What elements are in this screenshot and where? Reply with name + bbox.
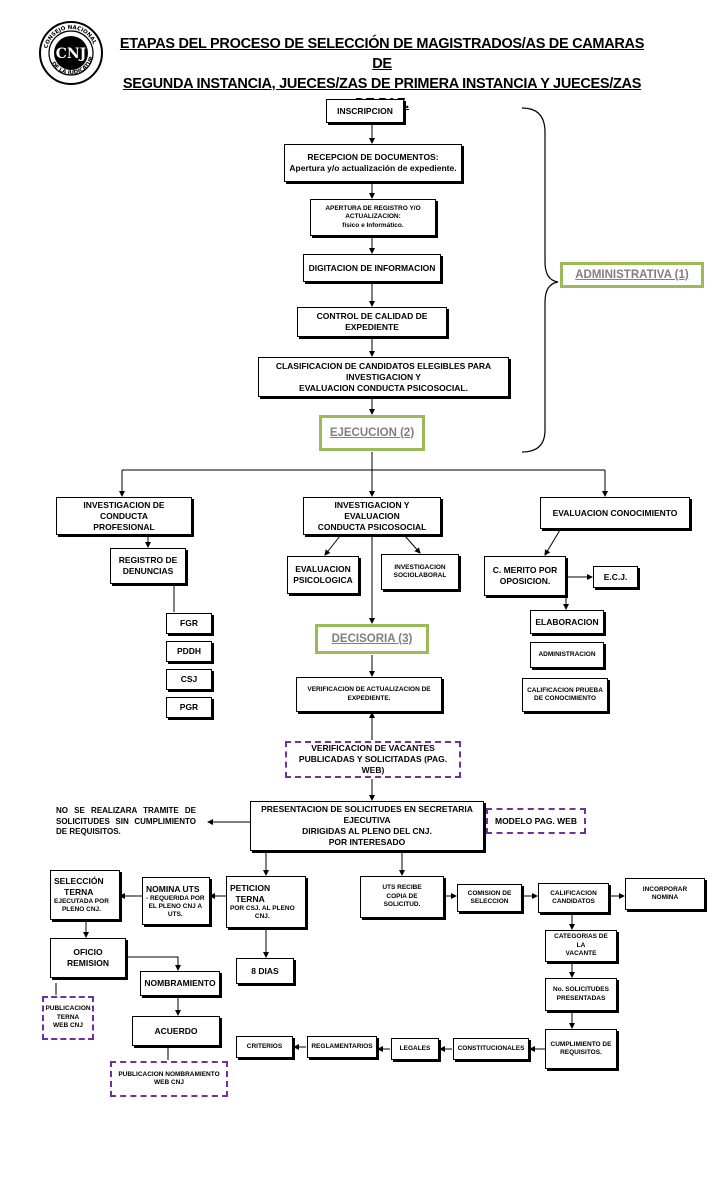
registro-denuncias-box: REGISTRO DE DENUNCIAS	[110, 548, 186, 584]
ocho-dias-box: 8 DIAS	[236, 958, 294, 984]
cumplimiento-requisitos-box: CUMPLIMIENTO DE REQUISITOS.	[545, 1029, 617, 1069]
stage-decisoria: DECISORIA (3)	[315, 624, 429, 654]
pgr-box: PGR	[166, 697, 212, 718]
stage-administrativa: ADMINISTRATIVA (1)	[560, 262, 704, 288]
investigacion-conducta-profesional-box: INVESTIGACION DE CONDUCTA PROFESIONAL	[56, 497, 192, 535]
svg-text:CNJ: CNJ	[56, 46, 87, 62]
evaluacion-conocimiento-box: EVALUACION CONOCIMIENTO	[540, 497, 690, 529]
control-calidad-box: CONTROL DE CALIDAD DE EXPEDIENTE	[297, 307, 447, 337]
nomina-uts-sub: - REQUERIDA POR EL PLENO CNJ A UTS.	[146, 894, 205, 918]
digitacion-box: DIGITACION DE INFORMACION	[303, 254, 441, 282]
fgr-box: FGR	[166, 613, 212, 634]
acuerdo-box: ACUERDO	[132, 1016, 220, 1046]
presentacion-solicitudes-box: PRESENTACION DE SOLICITUDES EN SECRETARI…	[250, 801, 484, 851]
administracion-box: ADMINISTRACION	[530, 642, 604, 668]
nombramiento-box: NOMBRAMIENTO	[140, 971, 220, 996]
calificacion-prueba-box: CALIFICACION PRUEBA DE CONOCIMIENTO	[522, 678, 608, 712]
legales-box: LEGALES	[391, 1038, 439, 1060]
categorias-vacante-box: CATEGORIAS DE LA VACANTE	[545, 930, 617, 962]
stage-ejecucion: EJECUCION (2)	[319, 415, 425, 451]
constitucionales-box: CONSTITUCIONALES	[453, 1038, 529, 1060]
publicacion-nombramiento-box: PUBLICACION NOMBRAMIENTO WEB CNJ	[110, 1061, 228, 1097]
pddh-box: PDDH	[166, 641, 212, 662]
modelo-pag-web-box: MODELO PAG. WEB	[486, 808, 586, 834]
evaluacion-psicologica-box: EVALUACION PSICOLOGICA	[287, 556, 359, 594]
publicacion-terna-box: PUBLICACION TERNA WEB CNJ	[42, 996, 94, 1040]
merito-oposicion-box: C. MERITO POR OPOSICION.	[484, 556, 566, 596]
no-tramite-note: NO SE REALIZARA TRAMITE DE SOLICITUDES S…	[56, 806, 196, 836]
verificacion-vacantes-box: VERIFICACION DE VACANTES PUBLICADAS Y SO…	[285, 741, 461, 778]
apertura-registro-box: APERTURA DE REGISTRO Y/O ACTUALIZACION: …	[310, 199, 436, 236]
criterios-box: CRITERIOS	[236, 1036, 293, 1058]
investigacion-sociolaboral-box: INVESTIGACION SOCIOLABORAL	[381, 554, 459, 590]
nomina-uts-box: NOMINA UTS - REQUERIDA POR EL PLENO CNJ …	[142, 877, 210, 925]
csj-box: CSJ	[166, 669, 212, 690]
nomina-uts-title: NOMINA UTS	[146, 883, 200, 894]
peticion-terna-sub: POR CSJ. AL PLENO CNJ.	[230, 905, 295, 920]
oficio-remision-box: OFICIO REMISION	[50, 938, 126, 978]
elaboracion-box: ELABORACION	[530, 610, 604, 634]
cnj-seal-logo-icon: CNJ CONSEJO NACIONAL DE LA JUDICATURA	[38, 20, 103, 85]
recepcion-documentos-box: RECEPCION DE DOCUMENTOS: Apertura y/o ac…	[284, 144, 462, 182]
incorporar-nomina-box: INCORPORAR NOMINA	[625, 878, 705, 910]
ecj-box: E.C.J.	[593, 566, 638, 588]
investigacion-evaluacion-psicosocial-box: INVESTIGACION Y EVALUACION CONDUCTA PSIC…	[303, 497, 441, 535]
comision-seleccion-box: COMISION DE SELECCION	[457, 884, 522, 912]
calificacion-candidatos-box: CALIFICACION CANDIDATOS	[538, 883, 609, 913]
verificacion-actualizacion-box: VERIFICACION DE ACTUALIZACION DE EXPEDIE…	[296, 677, 442, 712]
uts-recibe-box: UTS RECIBE COPIA DE SOLICITUD.	[360, 876, 444, 918]
peticion-terna-title: PETICION TERNA	[230, 883, 271, 904]
no-solicitudes-box: No. SOLICITUDES PRESENTADAS	[545, 978, 617, 1011]
reglamentarios-box: REGLAMENTARIOS	[307, 1036, 377, 1058]
peticion-terna-box: PETICION TERNA POR CSJ. AL PLENO CNJ.	[226, 876, 306, 928]
seleccion-terna-sub: EJECUTADA POR PLENO CNJ.	[54, 898, 109, 913]
title-line-1: ETAPAS DEL PROCESO DE SELECCIÓN DE MAGIS…	[119, 36, 645, 72]
seleccion-terna-title: SELECCIÓN TERNA	[54, 876, 104, 897]
clasificacion-candidatos-box: CLASIFICACION DE CANDIDATOS ELEGIBLES PA…	[258, 357, 509, 397]
inscripcion-box: INSCRIPCION	[326, 99, 404, 123]
seleccion-terna-box: SELECCIÓN TERNA EJECUTADA POR PLENO CNJ.	[50, 870, 120, 920]
